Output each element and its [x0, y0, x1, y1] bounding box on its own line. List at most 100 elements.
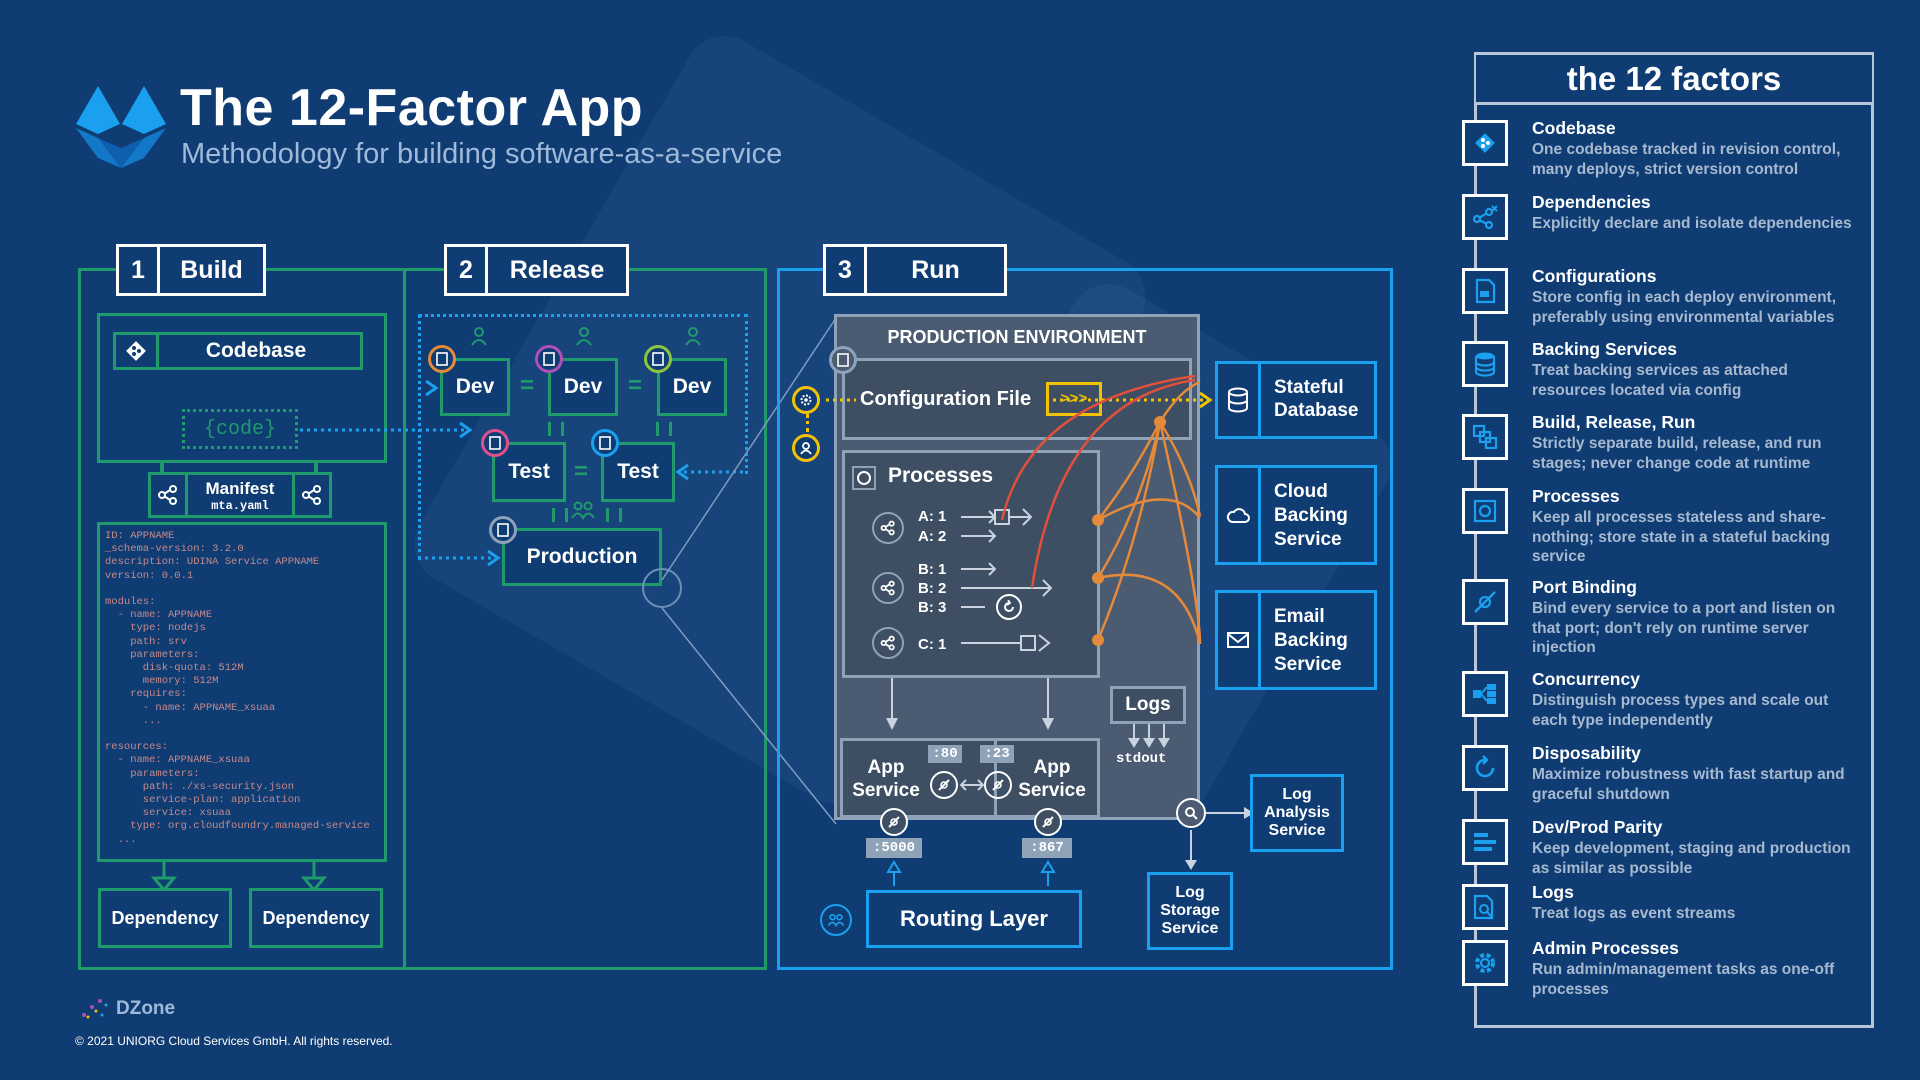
group-icon — [570, 500, 596, 525]
release-stage-label: Release — [509, 255, 605, 284]
manifest-box: Manifest mta.yaml — [148, 472, 332, 518]
port-867-label: :867 — [1022, 838, 1072, 858]
yaml-line: parameters: — [105, 767, 200, 780]
zoom-lens — [642, 568, 682, 608]
database-icon — [1462, 341, 1508, 387]
parity-marker — [548, 422, 564, 436]
equals-sign: = — [628, 372, 643, 399]
port-23-label: :23 — [980, 745, 1014, 763]
cloud-icon — [1218, 468, 1261, 562]
port-80-label: :80 — [928, 745, 962, 763]
database-icon — [1218, 364, 1261, 436]
factor-description: Store config in each deploy environment,… — [1532, 289, 1837, 326]
routing-layer-label: Routing Layer — [900, 906, 1048, 931]
yaml-line: service: xsuaa — [105, 807, 232, 820]
yaml-line — [105, 583, 370, 596]
factor-title: Concurrency — [1532, 669, 1640, 689]
yaml-line: type: org.cloudfoundry.managed-service — [105, 820, 370, 833]
run-stage-label: Run — [911, 255, 960, 284]
git-icon — [116, 335, 159, 367]
yaml-line: - name: APPNAME — [105, 609, 213, 622]
codebase-panel — [97, 313, 387, 463]
dependency-box-2: Dependency — [249, 888, 383, 948]
config-file-icon — [428, 345, 456, 373]
log-analysis-service-label: Log Analysis Service — [1264, 786, 1330, 839]
factor-title: Dependencies — [1532, 192, 1651, 212]
manifest-title: Manifest — [205, 479, 275, 498]
factor-title: Admin Processes — [1532, 938, 1679, 958]
factor-title: Codebase — [1532, 118, 1616, 138]
process-b3: B: 3 — [918, 599, 947, 616]
dependency-arrows — [150, 860, 328, 893]
dev-label-2: Dev — [563, 375, 603, 398]
yaml-line: path: ./xs-security.json — [105, 780, 295, 793]
git-icon — [1462, 120, 1508, 166]
user-icon — [575, 326, 593, 351]
brand-label: DZone — [116, 998, 176, 1019]
share-icon — [1462, 194, 1508, 240]
config-file-icon — [1462, 268, 1508, 314]
production-environment-title: PRODUCTION ENVIRONMENT — [887, 327, 1147, 347]
cloud-backing-service-label: Cloud Backing Service — [1274, 481, 1348, 550]
share-icon — [151, 475, 188, 515]
share-icon — [292, 475, 329, 515]
yaml-line: ... — [105, 714, 162, 727]
run-stage-tab: 3 Run — [823, 244, 1007, 296]
yaml-line: parameters: — [105, 648, 200, 661]
refresh-icon — [1462, 745, 1508, 791]
codebase-box: Codebase — [113, 332, 363, 370]
manifest-connector — [160, 463, 164, 475]
mail-icon — [1218, 593, 1261, 687]
parity-marker — [656, 422, 672, 436]
code-tag-label: {code} — [203, 417, 276, 441]
user-icon — [470, 326, 488, 351]
factor-description: Strictly separate build, release, and ru… — [1532, 435, 1822, 472]
dependency-box-1: Dependency — [98, 888, 232, 948]
configuration-bar — [842, 358, 1192, 440]
log-routing-arrows — [1185, 807, 1254, 870]
gear-icon — [1462, 940, 1508, 986]
factor-description: Distinguish process types and scale out … — [1532, 692, 1829, 729]
factor-description: Keep development, staging and production… — [1532, 840, 1851, 877]
processes-title: Processes — [888, 464, 994, 487]
refresh-icon — [996, 594, 1022, 620]
code-tag: {code} — [182, 409, 298, 449]
logs-label: Logs — [1125, 694, 1171, 715]
factor-title: Processes — [1532, 486, 1620, 506]
user-icon — [792, 434, 820, 462]
factor-description: Maximize robustness with fast startup an… — [1532, 766, 1845, 803]
process-to-service-arrows — [886, 678, 1054, 730]
yaml-line: - name: APPNAME_xsuaa — [105, 701, 276, 714]
factor-description: Treat backing services as attached resou… — [1532, 362, 1788, 399]
factor-title: Build, Release, Run — [1532, 412, 1696, 432]
plug-icon — [880, 808, 908, 836]
release-loop-arrow — [675, 463, 748, 481]
to-production-arrow — [418, 549, 501, 567]
release-stage-tab: 2 Release — [444, 244, 629, 296]
dev-box-2: Dev — [548, 358, 618, 416]
factor-title: Configurations — [1532, 266, 1657, 286]
config-file-icon — [481, 429, 509, 457]
config-file-icon — [535, 345, 563, 373]
app-logo — [76, 86, 166, 168]
parity-marker — [606, 508, 622, 522]
routing-up-arrows — [886, 860, 1056, 886]
chip-icon — [1462, 488, 1508, 534]
release-outline-right — [745, 314, 748, 474]
page-subtitle: Methodology for building software-as-a-s… — [181, 138, 783, 170]
routing-layer-box: Routing Layer — [866, 890, 1082, 948]
config-file-icon — [829, 346, 857, 374]
factors-title-label: the 12 factors — [1566, 59, 1782, 97]
production-box: Production — [502, 528, 662, 586]
stages-icon — [1462, 414, 1508, 460]
release-stage-number: 2 — [447, 247, 488, 293]
code-to-release-arrow — [300, 421, 473, 439]
yaml-line: modules: — [105, 596, 156, 609]
build-stage-label: Build — [180, 255, 243, 284]
log-search-icon — [1462, 884, 1508, 930]
group-icon — [820, 904, 852, 936]
build-stage-tab: 1 Build — [116, 244, 266, 296]
yaml-line: description: UDINA Service APPNAME — [105, 556, 320, 569]
stdout-label: stdout — [1116, 751, 1167, 767]
